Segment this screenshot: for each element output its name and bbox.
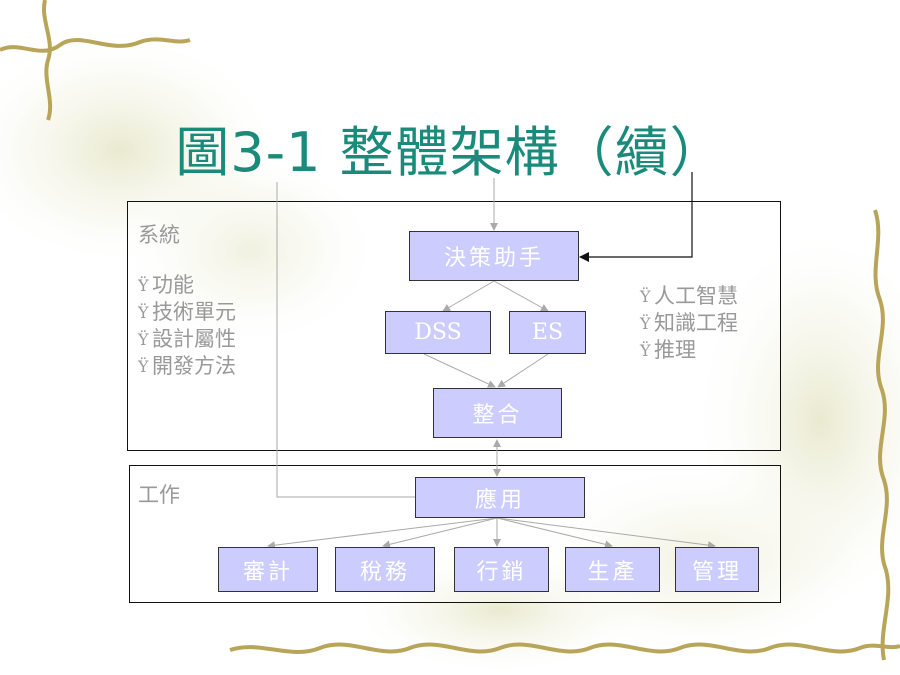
node-integration: 整合 [433,388,562,438]
bullet-icon: Ÿ [138,357,149,376]
bullet-icon: Ÿ [640,341,651,360]
bullet-icon: Ÿ [138,276,149,295]
node-decision-assistant: 決策助手 [409,231,579,281]
node-es: ES [509,311,586,354]
bullet-icon: Ÿ [640,314,651,333]
bullet-icon: Ÿ [138,330,149,349]
node-audit: 審計 [218,547,318,592]
page-title: 圖3-1 整體架構（續） [175,121,725,184]
node-application: 應用 [415,477,585,518]
bullet-icon: Ÿ [138,303,149,322]
node-dss: DSS [385,311,491,354]
system-label: 系統 [138,223,180,247]
work-label: 工作 [138,483,180,507]
node-management: 管理 [675,547,759,592]
node-tax: 稅務 [335,547,435,592]
node-marketing: 行銷 [454,547,549,592]
bullet-icon: Ÿ [640,287,651,306]
node-production: 生產 [565,547,660,592]
